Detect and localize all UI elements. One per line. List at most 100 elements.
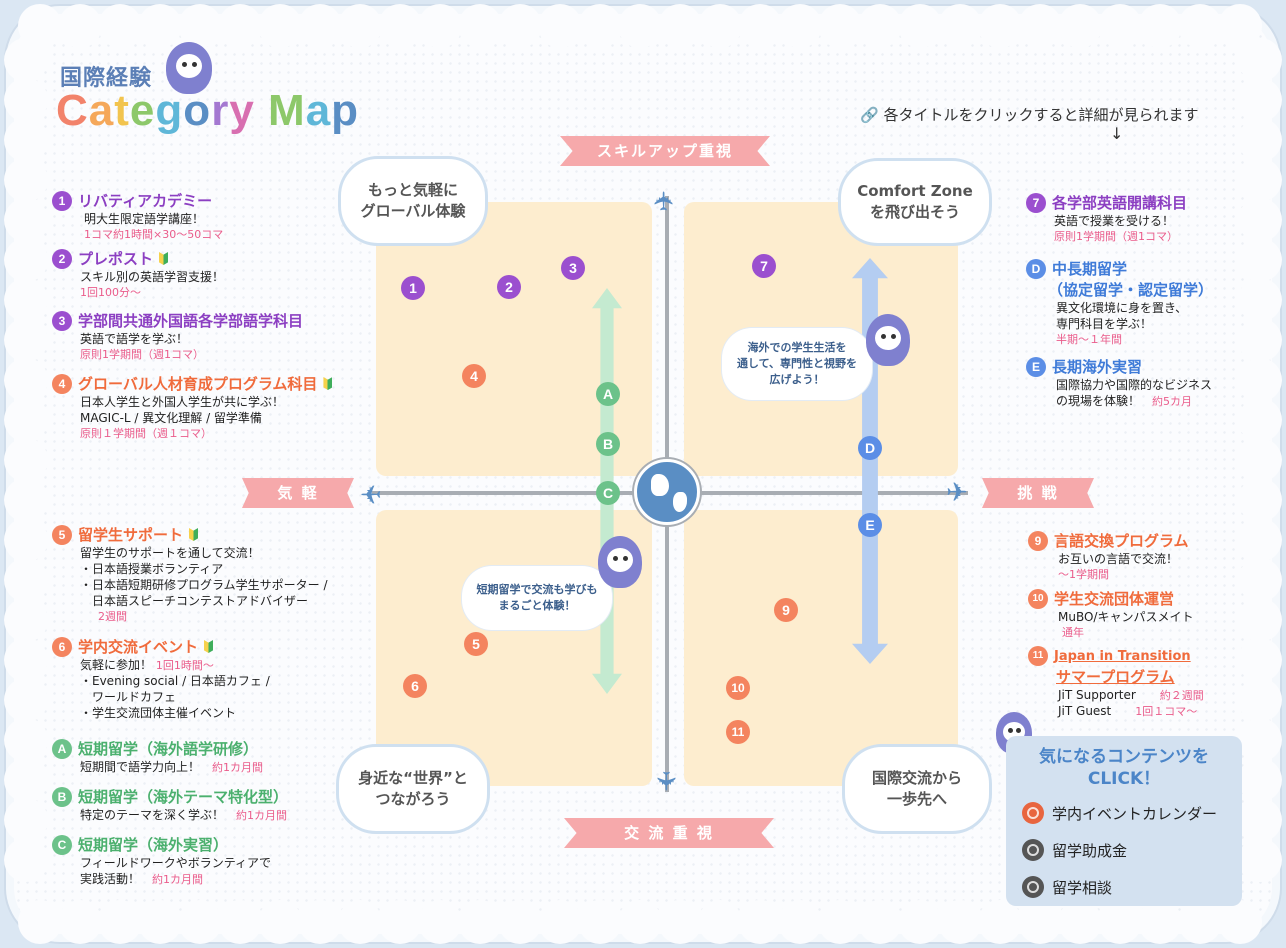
scallop: [898, 4, 942, 48]
scallop: [58, 900, 102, 944]
item-e-title[interactable]: 長期海外実習: [1052, 358, 1143, 376]
marker-6[interactable]: 6: [403, 674, 427, 698]
scallop: [178, 4, 222, 48]
globe-icon: [634, 459, 700, 525]
item-1-title[interactable]: リバティアカデミー: [78, 192, 213, 210]
bubble-study-abroad: 海外での学生生活を通して、専門性と視野を広げよう！: [722, 328, 872, 400]
item-7-title[interactable]: 各学部英語開講科目: [1052, 194, 1188, 212]
badge-11: 11: [1028, 646, 1048, 666]
item-11-title2[interactable]: サマープログラム: [1056, 668, 1175, 686]
cta-grant-link[interactable]: 留学助成金: [1022, 839, 1127, 861]
marker-4[interactable]: 4: [462, 364, 486, 388]
title-letter: g: [155, 86, 184, 135]
marker-a[interactable]: A: [596, 382, 620, 406]
scallop: [1238, 598, 1282, 642]
item-3-duration: 原則1学期間（週1コマ）: [80, 348, 204, 361]
marker-b[interactable]: B: [596, 432, 620, 456]
scallop: [18, 900, 62, 944]
item-c-line1: フィールドワークやボランティアで: [80, 856, 272, 870]
item-b-title[interactable]: 短期留学（海外テーマ特化型）: [78, 788, 289, 806]
item-9-duration: ～1学期間: [1058, 568, 1109, 581]
axis-label-casual: 気 軽: [242, 478, 354, 508]
cloud-top-right-line1: Comfort Zone: [857, 182, 973, 200]
marker-7[interactable]: 7: [752, 254, 776, 278]
scallop: [4, 198, 48, 242]
scallop: [1238, 78, 1282, 122]
marker-c[interactable]: C: [596, 481, 620, 505]
scallop: [858, 4, 902, 48]
cta-event-calendar-label[interactable]: 学内イベントカレンダー: [1052, 804, 1218, 823]
marker-e[interactable]: E: [858, 513, 882, 537]
scallop: [1238, 678, 1282, 722]
item-3-line: 英語で語学を学ぶ！: [80, 332, 189, 346]
scallop: [658, 4, 702, 48]
scallop: [1238, 198, 1282, 242]
item-9-title[interactable]: 言語交換プログラム: [1054, 532, 1189, 550]
scallop: [98, 4, 142, 48]
marker-9[interactable]: 9: [774, 598, 798, 622]
scallop: [1018, 4, 1062, 48]
item-11-title[interactable]: Japan in Transition: [1054, 648, 1191, 664]
scallop: [1238, 718, 1282, 762]
scallop: [1238, 318, 1282, 362]
beginner-mark-icon: [159, 252, 169, 265]
item-5-title[interactable]: 留学生サポート: [78, 526, 184, 544]
item-3-title[interactable]: 学部間共通外国語各学部語学科目: [78, 312, 304, 330]
marker-10[interactable]: 10: [726, 676, 750, 700]
marker-11[interactable]: 11: [726, 720, 750, 744]
scallop: [618, 900, 662, 944]
title-letter: o: [183, 86, 212, 135]
item-5-line2: ・日本語授業ボランティア: [80, 562, 224, 576]
bubble-short-term: 短期留学で交流も学びもまるごと体験！: [462, 566, 612, 630]
marker-1[interactable]: 1: [401, 276, 425, 300]
item-b-duration: 約1カ月間: [236, 809, 288, 822]
scallop: [4, 238, 48, 282]
scallop: [618, 4, 662, 48]
scallop: [98, 900, 142, 944]
badge-4: 4: [52, 373, 72, 394]
axis-label-skill-up: スキルアップ重視: [560, 136, 770, 166]
title-letter: M: [268, 86, 306, 135]
marker-5[interactable]: 5: [464, 632, 488, 656]
marker-3[interactable]: 3: [561, 256, 585, 280]
marker-2[interactable]: 2: [497, 275, 521, 299]
globe-icon: [1022, 802, 1044, 824]
item-a-title[interactable]: 短期留学（海外語学研修）: [78, 740, 259, 758]
badge-b: B: [52, 786, 72, 807]
item-10-title[interactable]: 学生交流団体運営: [1054, 590, 1175, 608]
scallop: [378, 4, 422, 48]
marker-d[interactable]: D: [858, 436, 882, 460]
scallop: [418, 4, 462, 48]
cta-grant-label[interactable]: 留学助成金: [1052, 841, 1128, 860]
item-c-line2: 実践活動！: [80, 872, 141, 886]
scallop: [498, 4, 542, 48]
cta-consultation-label[interactable]: 留学相談: [1052, 878, 1113, 897]
list-item-11[interactable]: 11 Japan in Transition サマープログラム JiT Suppo…: [1028, 646, 1204, 719]
item-c-title[interactable]: 短期留学（海外実習）: [78, 836, 229, 854]
item-d-title2[interactable]: （協定留学・認定留学）: [1048, 281, 1214, 299]
cta-consultation-link[interactable]: 留学相談: [1022, 876, 1112, 898]
cta-event-calendar-link[interactable]: 学内イベントカレンダー: [1022, 802, 1217, 824]
scallop: [938, 900, 982, 944]
badge-6: 6: [52, 636, 72, 657]
item-d-line2: 専門科目を学ぶ！: [1056, 317, 1153, 331]
item-11-line1: JiT Supporter: [1058, 688, 1136, 702]
item-d-title[interactable]: 中長期留学: [1052, 260, 1128, 278]
item-4-title[interactable]: グローバル人材育成プログラム科目: [78, 375, 318, 393]
item-6-title[interactable]: 学内交流イベント: [78, 638, 199, 656]
item-2-title[interactable]: プレポスト: [78, 250, 154, 268]
